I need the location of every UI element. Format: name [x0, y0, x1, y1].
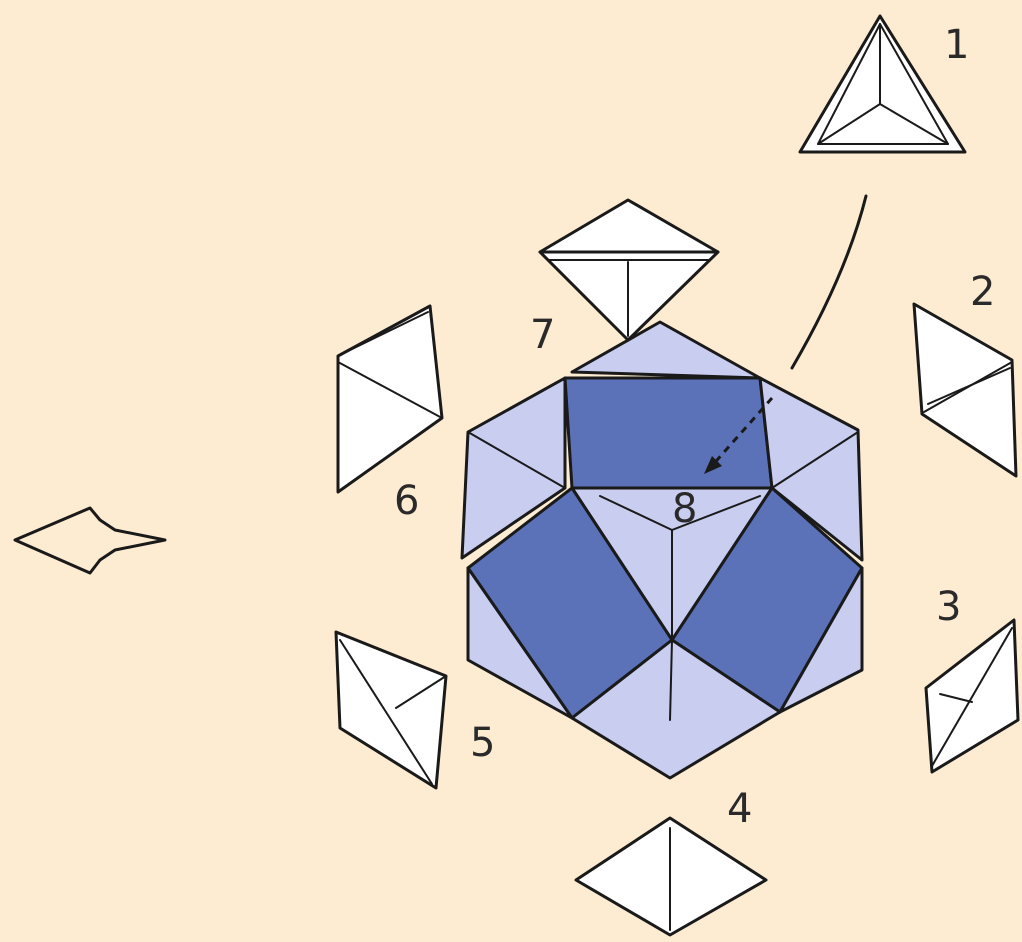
top-triangle-face: [572, 322, 760, 378]
unit-4: [576, 818, 766, 935]
left-arrow-icon: [15, 508, 165, 573]
unit-7: [540, 200, 718, 340]
label-unit-8: 8: [672, 486, 697, 532]
unit-5: [336, 632, 446, 788]
label-unit-1: 1: [944, 22, 969, 68]
label-unit-5: 5: [470, 720, 495, 766]
unit-1: [800, 16, 965, 152]
guide-curve: [792, 196, 866, 368]
label-unit-4: 4: [727, 786, 752, 832]
label-unit-2: 2: [970, 269, 995, 315]
label-unit-7: 7: [530, 312, 555, 358]
top-square-face: [565, 378, 772, 488]
assembled-model: [462, 322, 862, 778]
unit-2: [914, 304, 1016, 476]
unit-6: [338, 306, 442, 492]
label-unit-3: 3: [936, 584, 961, 630]
label-unit-6: 6: [394, 478, 419, 524]
unit-3: [926, 620, 1018, 772]
